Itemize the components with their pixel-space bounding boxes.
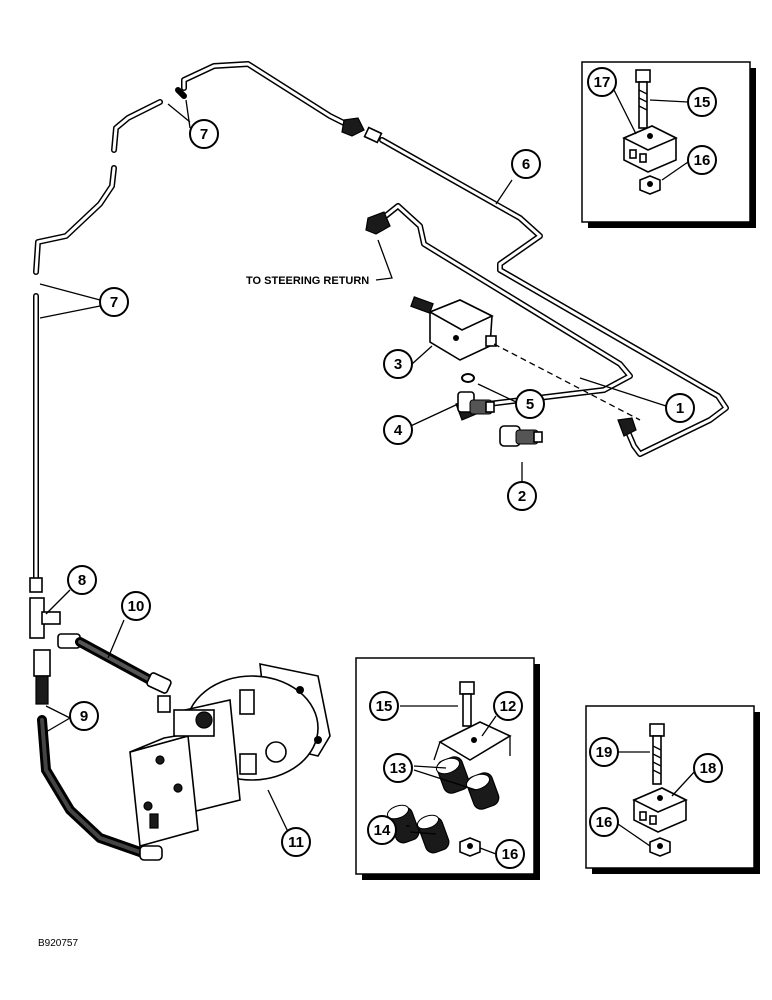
steering-return-leader — [375, 239, 393, 281]
callout-9: 9 — [69, 701, 99, 731]
callout-8: 8 — [67, 565, 97, 595]
elbow-fitting-2 — [499, 425, 543, 447]
callout-2: 2 — [507, 481, 537, 511]
svg-text:16: 16 — [694, 152, 711, 169]
callout-10: 10 — [121, 591, 151, 621]
tube-6 — [379, 137, 729, 457]
svg-text:12: 12 — [500, 698, 517, 715]
hose-9 — [33, 649, 163, 861]
callout-1: 1 — [665, 393, 695, 423]
callout-19: 19 — [589, 737, 619, 767]
bushing-13 — [435, 756, 500, 810]
svg-text:5: 5 — [526, 396, 534, 413]
callout-11: 11 — [281, 827, 311, 857]
svg-text:4: 4 — [394, 422, 403, 439]
svg-text:7: 7 — [110, 294, 118, 311]
bushing-14 — [386, 804, 450, 854]
svg-text:10: 10 — [128, 598, 145, 615]
svg-text:15: 15 — [694, 94, 711, 111]
callout-15-b: 15 — [369, 691, 399, 721]
svg-text:3: 3 — [394, 356, 402, 373]
callout-12: 12 — [493, 691, 523, 721]
callout-18: 18 — [693, 753, 723, 783]
svg-text:11: 11 — [288, 834, 304, 851]
callout-7-upper: 7 — [189, 119, 219, 149]
svg-text:16: 16 — [596, 814, 613, 831]
svg-text:14: 14 — [374, 822, 391, 839]
svg-text:15: 15 — [376, 698, 393, 715]
nut-16-c — [649, 837, 671, 857]
svg-text:6: 6 — [522, 156, 530, 173]
bolt-19 — [649, 723, 665, 785]
svg-text:17: 17 — [594, 74, 611, 91]
tube-1 — [365, 203, 633, 421]
callout-17: 17 — [587, 67, 617, 97]
callout-7-lower: 7 — [99, 287, 129, 317]
callout-16-b: 16 — [495, 839, 525, 869]
callout-3: 3 — [383, 349, 413, 379]
callout-13: 13 — [383, 753, 413, 783]
bolt-15-b — [459, 681, 475, 727]
clamp-12 — [433, 721, 512, 761]
callout-6: 6 — [511, 149, 541, 179]
elbow-fitting-4 — [457, 391, 495, 415]
valve-block-3 — [410, 296, 641, 421]
nut-16-b — [459, 837, 481, 857]
bolt-15-a — [635, 69, 651, 129]
callout-16-a: 16 — [687, 145, 717, 175]
tube-7-upper — [181, 61, 383, 144]
svg-text:13: 13 — [390, 760, 407, 777]
tube-7 — [29, 87, 187, 593]
hydraulic-pump-11 — [129, 662, 331, 848]
callout-15-a: 15 — [687, 87, 717, 117]
callout-5: 5 — [515, 389, 545, 419]
svg-text:9: 9 — [80, 708, 88, 725]
steering-return-label: TO STEERING RETURN — [246, 275, 369, 287]
svg-text:8: 8 — [78, 572, 86, 589]
svg-text:1: 1 — [676, 400, 684, 417]
callout-16-c: 16 — [589, 807, 619, 837]
o-ring-5 — [461, 373, 475, 383]
leader-lines — [39, 89, 697, 855]
svg-text:16: 16 — [502, 846, 519, 863]
inset-clamp-c — [585, 705, 760, 874]
clamp-block-17 — [622, 125, 678, 173]
svg-text:19: 19 — [596, 744, 613, 761]
nut-16-a — [639, 175, 661, 195]
svg-text:18: 18 — [700, 760, 717, 777]
callout-4: 4 — [383, 415, 413, 445]
svg-text:7: 7 — [200, 126, 208, 143]
figure-reference: B920757 — [38, 938, 78, 949]
svg-text:2: 2 — [518, 488, 526, 505]
hose-10 — [57, 633, 172, 713]
callout-14: 14 — [367, 815, 397, 845]
tee-fitting-8 — [29, 597, 61, 639]
